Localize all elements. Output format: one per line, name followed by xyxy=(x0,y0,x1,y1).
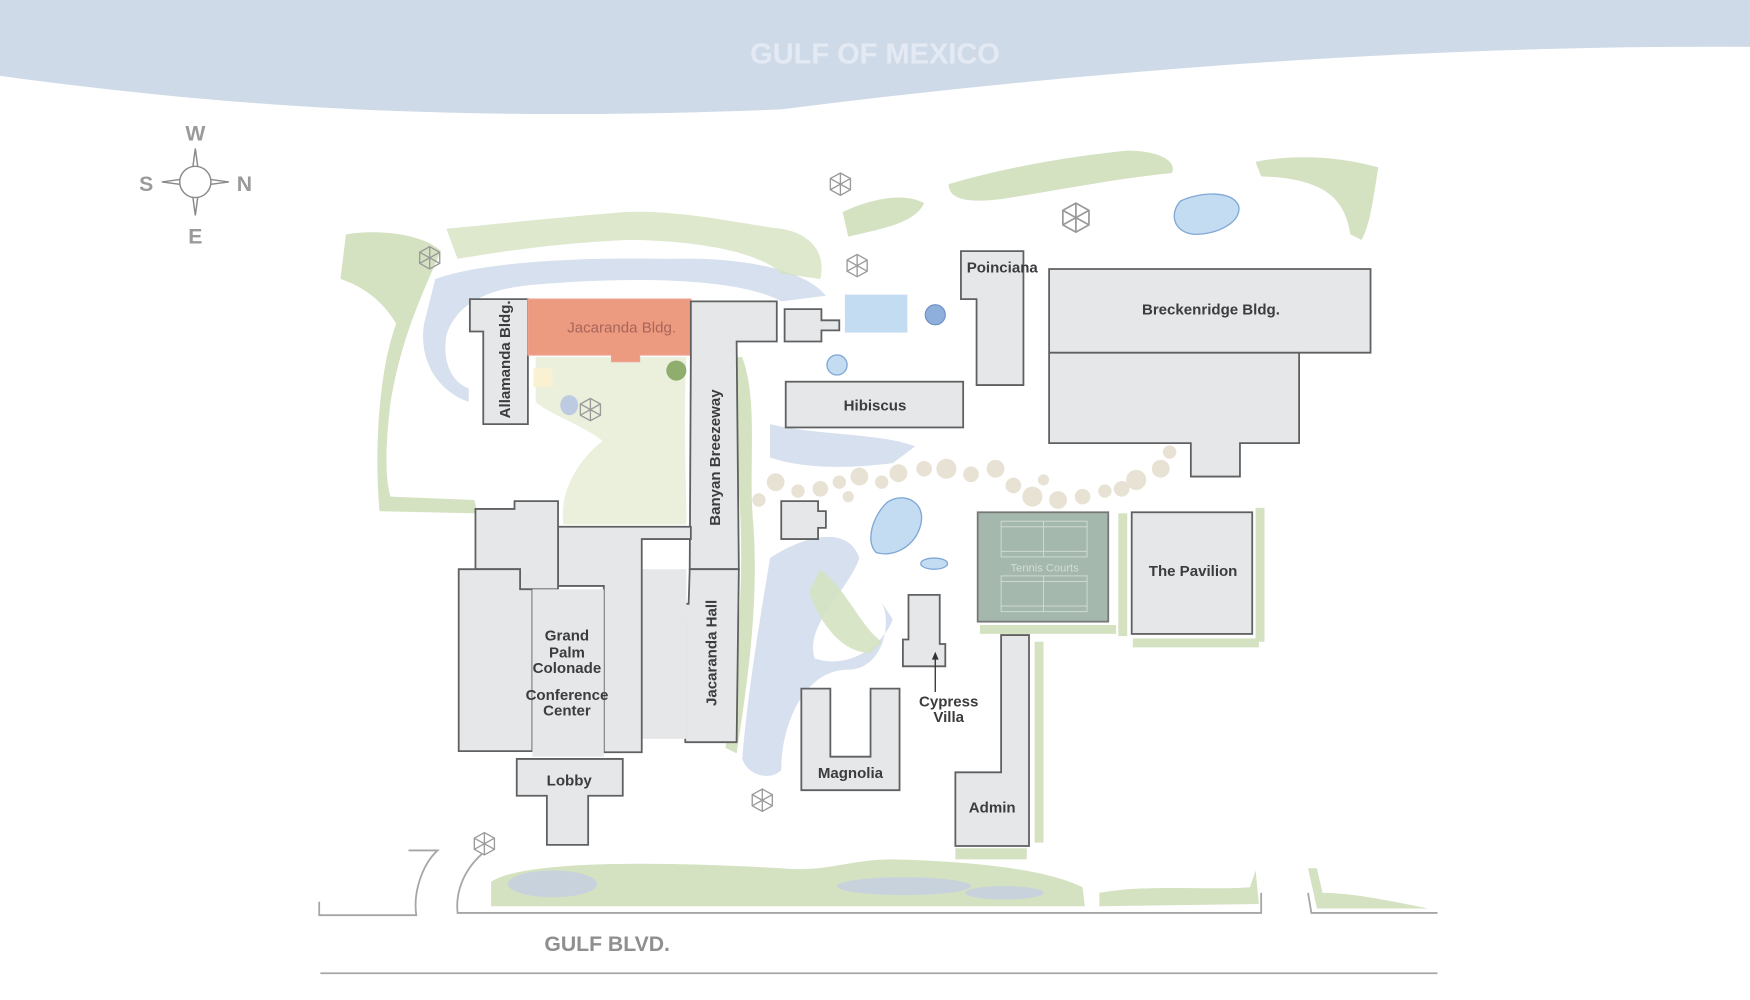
building-magnolia[interactable] xyxy=(800,687,901,792)
gazebo-icon xyxy=(579,397,602,422)
building-grand-palm-north[interactable] xyxy=(557,525,692,754)
label-admin: Admin xyxy=(969,800,1016,817)
landscape xyxy=(340,150,1429,909)
label-grand-palm: Grand xyxy=(545,628,589,645)
gazebo-icon xyxy=(473,831,496,856)
compass-n: N xyxy=(237,173,252,196)
label-conference: Conference xyxy=(526,687,609,704)
building-admin[interactable] xyxy=(954,634,1030,847)
building-pavilion[interactable] xyxy=(1130,511,1254,635)
label-jacaranda-bldg: Jacaranda Bldg. xyxy=(567,320,676,337)
building-small-north[interactable] xyxy=(783,308,841,343)
road-label: GULF BLVD. xyxy=(544,933,670,956)
compass-s: S xyxy=(139,173,153,196)
label-cypress: Cypress xyxy=(919,693,978,710)
property-lines xyxy=(318,849,1438,975)
building-banyan-breezeway[interactable] xyxy=(688,300,778,571)
label-cypress: Villa xyxy=(933,709,964,726)
building-labels: Allamanda Bldg. Jacaranda Bldg. Banyan B… xyxy=(497,259,1280,816)
gulf-label: GULF OF MEXICO xyxy=(750,39,1000,71)
label-lobby: Lobby xyxy=(547,773,593,790)
gazebo-icon xyxy=(829,172,852,197)
gazebo-icon xyxy=(418,245,441,270)
label-poinciana: Poinciana xyxy=(967,259,1039,276)
label-jacaranda-hall: Jacaranda Hall xyxy=(704,600,721,706)
building-breckenridge[interactable] xyxy=(1048,268,1372,478)
arrow-icon xyxy=(931,651,939,660)
gazebo-icon xyxy=(1061,202,1090,234)
label-pavilion: The Pavilion xyxy=(1149,563,1238,580)
compass-icon xyxy=(161,148,229,216)
gulf-water xyxy=(0,0,1750,115)
tennis-courts-label: Tennis Courts xyxy=(1011,562,1080,574)
label-breckenridge: Breckenridge Bldg. xyxy=(1142,302,1280,319)
gazebo-icons xyxy=(418,172,1090,856)
label-grand-palm: Palm xyxy=(549,644,585,661)
gazebo-icon xyxy=(846,253,868,278)
building-lobby[interactable] xyxy=(515,758,624,846)
label-magnolia: Magnolia xyxy=(818,765,884,782)
tennis-courts[interactable]: Tennis Courts xyxy=(976,511,1110,623)
label-conference: Center xyxy=(543,702,591,719)
building-small-mid[interactable] xyxy=(780,500,827,540)
building-grand-palm-west[interactable] xyxy=(457,568,534,753)
compass-w: W xyxy=(185,123,205,146)
building-cypress-villa[interactable] xyxy=(902,593,947,668)
label-hibiscus: Hibiscus xyxy=(844,398,907,415)
gazebo-icon xyxy=(751,788,773,813)
label-banyan: Banyan Breezeway xyxy=(707,389,724,526)
label-allamanda: Allamanda Bldg. xyxy=(497,300,514,418)
compass-e: E xyxy=(188,225,202,248)
label-grand-palm: Colonade xyxy=(533,660,602,677)
buildings: Tennis Courts xyxy=(457,250,1372,847)
building-hibiscus[interactable] xyxy=(784,380,965,429)
building-poinciana[interactable] xyxy=(960,250,1025,386)
